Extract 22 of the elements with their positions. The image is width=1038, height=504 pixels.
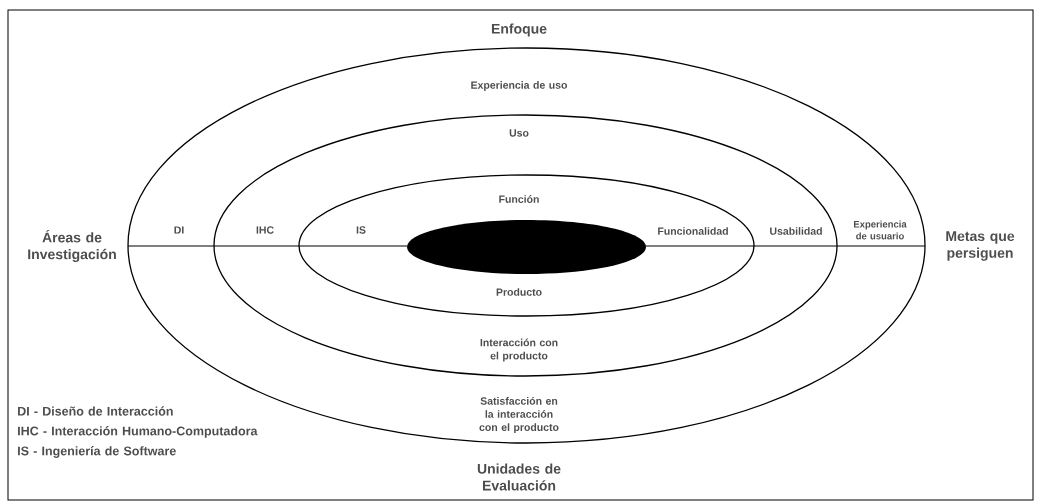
axis-label: Áreas de Investigación [28,229,116,263]
ring-label: Satisfacción en la interacción con el producto [479,396,559,434]
ring-label: Usabilidad [770,227,822,235]
ellipse-ring [213,114,838,377]
ring-label: IS [356,226,366,234]
axis-label: Unidades de Evaluación [477,463,561,491]
ellipse-ring [298,174,755,317]
legend-note: IHC - Interacción Humano-Computadora [18,426,258,438]
ring-label: Uso [509,129,529,137]
axis-label: Metas que persiguen [946,231,1015,261]
legend-note: IS - Ingeniería de Software [18,446,176,458]
ring-label: Experiencia de usuario [854,220,907,240]
filled-ellipse [407,220,646,274]
legend-note: DI - Diseño de Interacción [18,406,173,416]
ring-label: Producto [496,288,542,296]
ring-label: Interacción con el producto [480,338,558,362]
ring-label: IHC [256,226,274,234]
axis-label: Enfoque [491,23,547,37]
ring-label: Funcionalidad [658,227,728,235]
ring-label: Experiencia de uso [471,81,568,91]
ring-label: DI [174,226,184,234]
ring-label: Función [499,195,539,203]
